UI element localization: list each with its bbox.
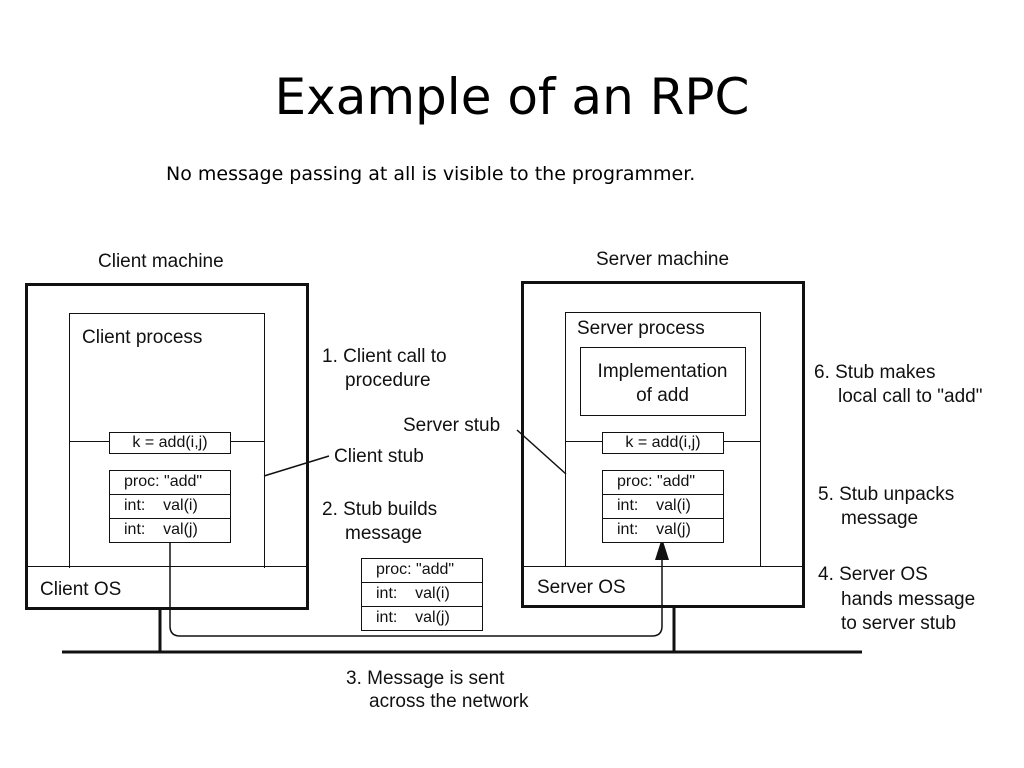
step-3-line-1: 3. Message is sent — [346, 668, 505, 689]
server-machine-label: Server machine — [596, 249, 730, 270]
client-stub-leader — [263, 455, 330, 477]
slide-subtitle: No message passing at all is visible to … — [166, 163, 696, 185]
step-4-line-3: to server stub — [841, 613, 957, 634]
implementation-line-2: of add — [636, 385, 689, 406]
client-call-box: k = add(i,j) — [109, 432, 231, 454]
network-message-row-proc: proc: "add" — [362, 559, 482, 583]
step-3-line-2: across the network — [369, 691, 529, 712]
server-os-divider — [523, 566, 804, 567]
implementation-line-1: Implementation — [597, 361, 728, 382]
server-process-box — [565, 312, 761, 567]
step-4-line-2: hands message — [841, 589, 976, 610]
step-6-line-2: local call to "add" — [838, 386, 983, 407]
client-machine-box — [25, 283, 309, 610]
implementation-box: Implementation of add — [580, 347, 746, 416]
server-process-label: Server process — [577, 318, 705, 339]
client-message-table: proc: "add" int: val(i) int: val(j) — [109, 470, 231, 543]
step-1-line-1: 1. Client call to — [322, 346, 447, 367]
network-message-row-val-i: int: val(i) — [362, 583, 482, 607]
client-call-text: k = add(i,j) — [132, 434, 208, 451]
server-message-row-val-i: int: val(i) — [603, 495, 723, 519]
client-message-row-proc: proc: "add" — [110, 471, 230, 495]
step-2-line-2: message — [345, 523, 423, 544]
client-machine-label: Client machine — [98, 251, 224, 272]
step-6-line-1: 6. Stub makes — [814, 362, 936, 383]
client-stub-label: Client stub — [334, 446, 424, 467]
step-5-line-2: message — [841, 508, 919, 529]
client-os-label: Client OS — [40, 579, 122, 600]
message-path — [169, 540, 663, 637]
client-process-box — [69, 313, 265, 568]
client-os-divider — [27, 566, 308, 567]
step-2-line-1: 2. Stub builds — [322, 499, 438, 520]
server-os-label: Server OS — [537, 577, 626, 598]
slide-title: Example of an RPC — [274, 68, 750, 126]
step-4-line-1: 4. Server OS — [818, 564, 928, 585]
server-message-row-val-j: int: val(j) — [617, 521, 691, 538]
server-message-table: proc: "add" int: val(i) int: val(j) — [602, 470, 724, 543]
server-stub-leader — [516, 429, 567, 475]
client-message-row-val-i: int: val(i) — [110, 495, 230, 519]
network-message-table: proc: "add" int: val(i) int: val(j) — [361, 558, 483, 631]
client-process-label: Client process — [82, 327, 203, 348]
server-machine-box — [521, 281, 805, 608]
client-message-row-val-j: int: val(j) — [124, 521, 198, 538]
server-stub-label: Server stub — [403, 415, 501, 436]
server-call-text: k = add(i,j) — [625, 434, 701, 451]
step-5-line-1: 5. Stub unpacks — [818, 484, 955, 505]
server-call-box: k = add(i,j) — [602, 432, 724, 454]
step-1-line-2: procedure — [345, 370, 431, 391]
message-arrowhead — [655, 538, 669, 560]
network-message-row-val-j: int: val(j) — [376, 609, 450, 626]
server-message-row-proc: proc: "add" — [603, 471, 723, 495]
